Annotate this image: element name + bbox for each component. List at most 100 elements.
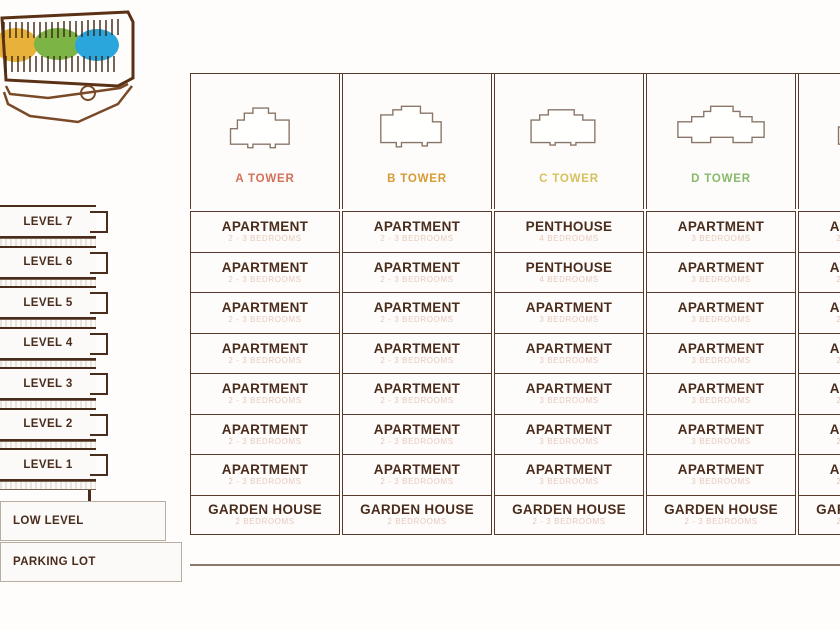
tower-name-label: D TOWER — [691, 173, 751, 185]
unit-type-label: APARTMENT — [829, 462, 840, 478]
unit-type-label: APARTMENT — [677, 300, 765, 316]
unit-type-label: APARTMENT — [525, 421, 613, 437]
tower-name-label: A TOWER — [235, 173, 295, 185]
tower-header-e[interactable]: E TOWER — [798, 74, 840, 209]
unit-type-label: PENTHOUSE — [525, 259, 613, 275]
unit-bedrooms-label: 2 - 3 BEDROOMS — [228, 436, 302, 446]
unit-bedrooms-label: 2 - 3 BEDROOMS — [836, 274, 840, 284]
tower-header-c[interactable]: C TOWER — [494, 74, 644, 209]
unit-bedrooms-label: 2 - 3 BEDROOMS — [836, 234, 840, 244]
unit-type-label: GARDEN HOUSE — [664, 501, 778, 517]
tower-header-a[interactable]: A TOWER — [190, 74, 340, 209]
tower-floorplan-icon — [823, 88, 840, 171]
unit-type-label: APARTMENT — [373, 340, 461, 356]
site-unit-hatch-bottom — [5, 56, 115, 72]
level-label: LEVEL 1 — [23, 458, 73, 471]
site-plan-thumbnail[interactable] — [0, 0, 136, 126]
unit-type-label: APARTMENT — [525, 340, 613, 356]
unit-type-label: APARTMENT — [677, 259, 765, 275]
unit-bedrooms-label: 3 BEDROOMS — [539, 477, 599, 487]
level-band-3[interactable]: LEVEL 3 — [0, 367, 96, 400]
parking-lot-box[interactable]: PARKING LOT — [0, 542, 182, 582]
level-label: LEVEL 4 — [23, 337, 73, 349]
matrix-baseline — [190, 564, 840, 566]
unit-bedrooms-label: 2 - 3 BEDROOMS — [228, 396, 302, 406]
unit-bedrooms-label: 3 BEDROOMS — [691, 234, 751, 244]
unit-bedrooms-label: 2 - 3 BEDROOMS — [684, 517, 758, 527]
tower-header-b[interactable]: B TOWER — [342, 74, 492, 209]
level-band-2[interactable]: LEVEL 2 — [0, 407, 96, 441]
unit-bedrooms-label: 3 BEDROOMS — [539, 436, 599, 446]
unit-bedrooms-label: 3 BEDROOMS — [691, 315, 751, 325]
site-plan-svg — [0, 10, 135, 124]
unit-type-label: APARTMENT — [221, 340, 309, 356]
level-band-7[interactable]: LEVEL 7 — [0, 205, 96, 238]
site-frame-outline — [0, 10, 135, 88]
level-band-5[interactable]: LEVEL 5 — [0, 286, 96, 319]
tower-header-d[interactable]: D TOWER — [646, 74, 796, 209]
unit-type-label: APARTMENT — [525, 462, 613, 478]
level-band-1[interactable]: LEVEL 1 — [0, 448, 96, 481]
level-band-6[interactable]: LEVEL 6 — [0, 245, 96, 279]
unit-bedrooms-label: 2 - 3 BEDROOMS — [380, 355, 454, 365]
unit-type-label: APARTMENT — [221, 259, 309, 275]
unit-bedrooms-label: 3 BEDROOMS — [691, 477, 751, 487]
tower-floorplan-icon — [215, 88, 315, 171]
low-level-box[interactable]: LOW LEVEL — [0, 501, 166, 541]
unit-bedrooms-label: 2 - 3 BEDROOMS — [228, 315, 302, 325]
unit-bedrooms-label: 2 - 3 BEDROOMS — [836, 436, 840, 446]
unit-type-label: APARTMENT — [221, 219, 309, 235]
unit-type-label: GARDEN HOUSE — [208, 501, 322, 517]
level-band-4[interactable]: LEVEL 4 — [0, 326, 96, 360]
unit-bedrooms-label: 2 - 3 BEDROOMS — [836, 477, 840, 487]
level-label: LEVEL 2 — [23, 418, 73, 430]
unit-bedrooms-label: 3 BEDROOMS — [691, 396, 751, 406]
